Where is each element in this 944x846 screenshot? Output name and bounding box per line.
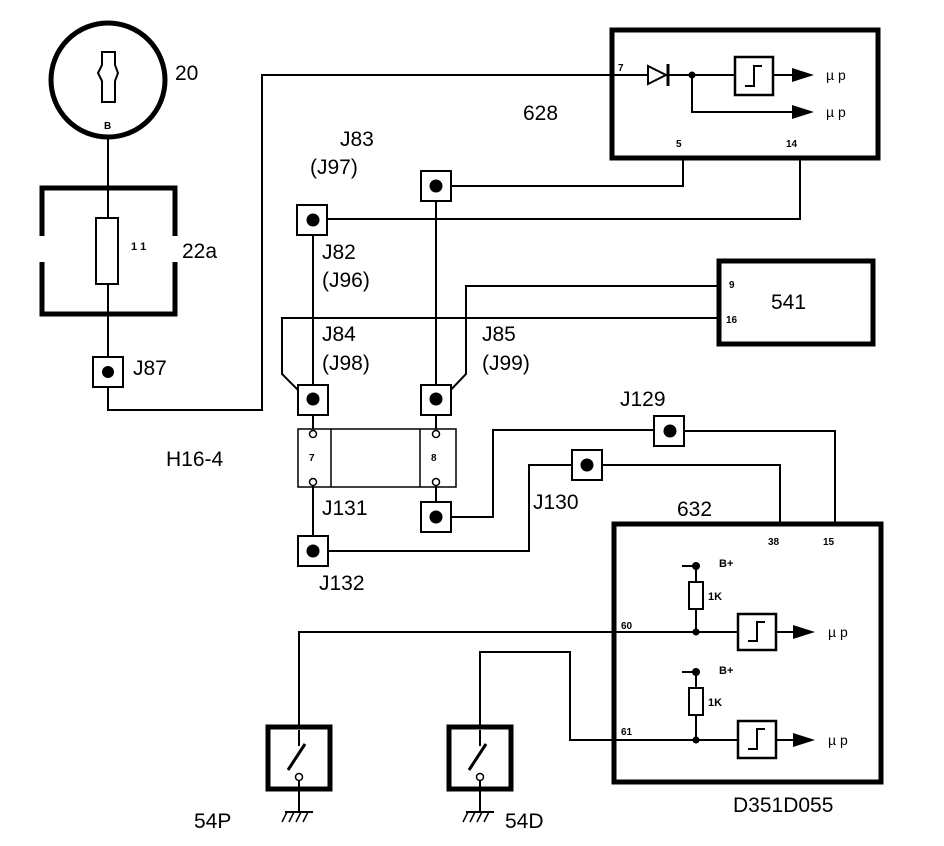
- label-j131: J131: [322, 497, 368, 520]
- connector-j82: [296, 204, 328, 236]
- label-j82: J82: [322, 241, 356, 264]
- label-j130: J130: [533, 491, 579, 514]
- pin-541-9: 9: [729, 280, 735, 291]
- connector-j87: [92, 356, 124, 388]
- label-20: 20: [175, 62, 198, 85]
- pin-632-15: 15: [823, 537, 835, 548]
- connector-j132: [297, 535, 329, 567]
- signal-up-1: µ p: [826, 67, 846, 83]
- pin-628-5: 5: [676, 139, 682, 150]
- label-j129: J129: [620, 388, 666, 411]
- label-628: 628: [523, 102, 558, 125]
- comparator-628-icon: [733, 55, 775, 97]
- wire-j129-to-632-15: [684, 430, 836, 524]
- connector-j129: [653, 415, 685, 447]
- document-id: D351D055: [733, 794, 833, 817]
- label-j84: J84: [322, 323, 356, 346]
- signal-up-2: µ p: [826, 104, 846, 120]
- wire-j130-to-632-38: [602, 464, 781, 524]
- label-j96: (J96): [322, 269, 370, 292]
- resistor-2: 1K: [708, 697, 722, 709]
- label-j99: (J99): [482, 352, 530, 375]
- connector-j130: [571, 449, 603, 481]
- signal-up-3: µ p: [828, 624, 848, 640]
- connector-h16-4: [297, 415, 457, 488]
- label-54p: 54P: [194, 810, 231, 833]
- wire-541-16-to-j84: [281, 317, 719, 399]
- label-541: 541: [771, 291, 806, 314]
- wire-j87-to-628: [107, 74, 612, 411]
- wire-628-14-to-j82: [328, 158, 801, 220]
- connector-j83: [420, 170, 452, 202]
- label-j132: J132: [319, 572, 365, 595]
- connector-j85: [420, 384, 452, 416]
- pin-632-60: 60: [621, 621, 633, 632]
- module-541: [716, 258, 876, 347]
- bplus-1: B+: [719, 558, 733, 570]
- signal-up-4: µ p: [828, 732, 848, 748]
- pin-628-14: 14: [786, 139, 798, 150]
- wire-54d-to-632-61: [479, 651, 738, 776]
- component-20-ignition: [48, 20, 168, 140]
- wire-j131-to-j129: [451, 429, 654, 518]
- wire-j132-to-j130: [328, 464, 572, 552]
- pin-628-7: 7: [618, 63, 624, 74]
- pin-632-61: 61: [621, 727, 633, 738]
- label-22a: 22a: [182, 240, 217, 263]
- wire-628-5-to-j83: [452, 158, 684, 187]
- component-22a-fusebox: [39, 185, 178, 317]
- h16-pin-7: 7: [309, 453, 315, 464]
- switch-54p: [265, 724, 333, 823]
- arrow-icon: [792, 105, 814, 119]
- arrow-icon: [792, 68, 814, 82]
- wire-541-9-to-j85: [442, 285, 719, 399]
- h16-pin-8: 8: [431, 453, 437, 464]
- label-j98: (J98): [322, 352, 370, 375]
- switch-54d: [446, 724, 514, 823]
- pin-541-16: 16: [726, 315, 738, 326]
- label-h16-4: H16-4: [166, 448, 224, 471]
- label-j87: J87: [133, 357, 167, 380]
- wire-628-branch: [691, 75, 795, 113]
- resistor-1: 1K: [708, 591, 722, 603]
- label-54d: 54D: [505, 810, 544, 833]
- diode-icon: [647, 64, 670, 86]
- pin-632-38: 38: [768, 537, 780, 548]
- pullup-circuit-60: [682, 562, 815, 652]
- label-j97: (J97): [310, 156, 358, 179]
- label-j85: J85: [482, 323, 516, 346]
- bplus-2: B+: [719, 665, 733, 677]
- label-j83: J83: [340, 128, 374, 151]
- battery-pin-label: B: [104, 121, 111, 132]
- fuse-element: [95, 217, 119, 285]
- label-632: 632: [677, 498, 712, 521]
- connector-j131: [420, 501, 452, 533]
- fuse-value: 1 1: [131, 241, 146, 253]
- connector-j84: [297, 384, 329, 416]
